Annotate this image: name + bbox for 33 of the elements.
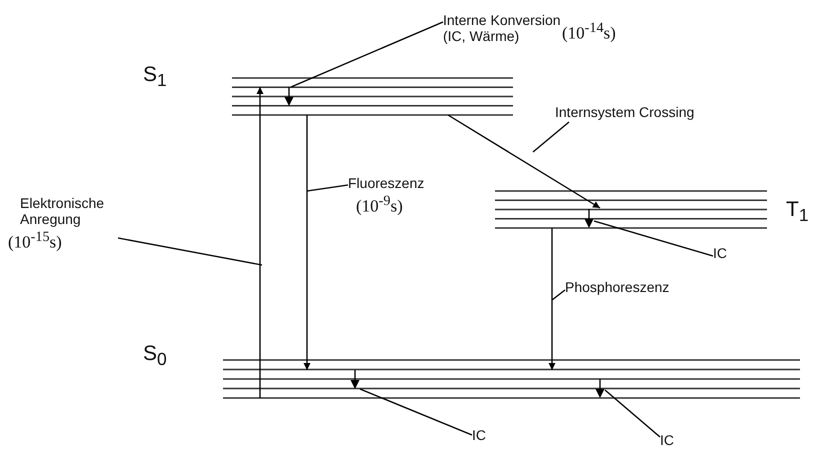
label-text: Elektronische Anregung	[20, 195, 106, 227]
small-arrow	[595, 379, 605, 398]
leader-line	[290, 21, 444, 88]
arrow	[304, 115, 310, 370]
energy-level-stack	[495, 191, 767, 228]
leader-line	[306, 184, 348, 192]
leader-line	[594, 220, 714, 257]
leader-line	[532, 122, 570, 152]
label-text: IC	[660, 432, 674, 448]
leader-line	[604, 390, 660, 438]
state-label: S$_{0}$	[143, 342, 167, 370]
small-arrow	[350, 370, 360, 389]
arrow	[448, 114, 600, 209]
arrow	[548, 228, 556, 370]
label-text: Phosphoreszenz	[565, 279, 670, 295]
arrow	[256, 87, 264, 398]
time-label: (10$^{-9}$s)	[356, 192, 403, 217]
leader-line	[552, 289, 566, 301]
label-text: IC	[713, 245, 727, 261]
label-text: Internsystem Crossing	[555, 104, 694, 120]
time-label: (10$^{-15}$s)	[8, 228, 62, 253]
label-text: IC	[472, 427, 486, 443]
state-label: S$_{1}$	[143, 63, 167, 92]
label-text: Fluoreszenz	[348, 175, 424, 191]
leader-line	[360, 388, 472, 436]
energy-level-stack	[223, 360, 800, 398]
energy-level-stack	[232, 78, 513, 115]
state-label: T$_{1}$	[786, 198, 809, 226]
small-arrow	[284, 87, 294, 106]
time-label: (10$^{-14}$s)	[562, 19, 616, 44]
label-text: Interne Konversion (IC, Wärme)	[443, 12, 562, 44]
small-arrow	[584, 209, 594, 228]
leader-line	[118, 237, 262, 266]
